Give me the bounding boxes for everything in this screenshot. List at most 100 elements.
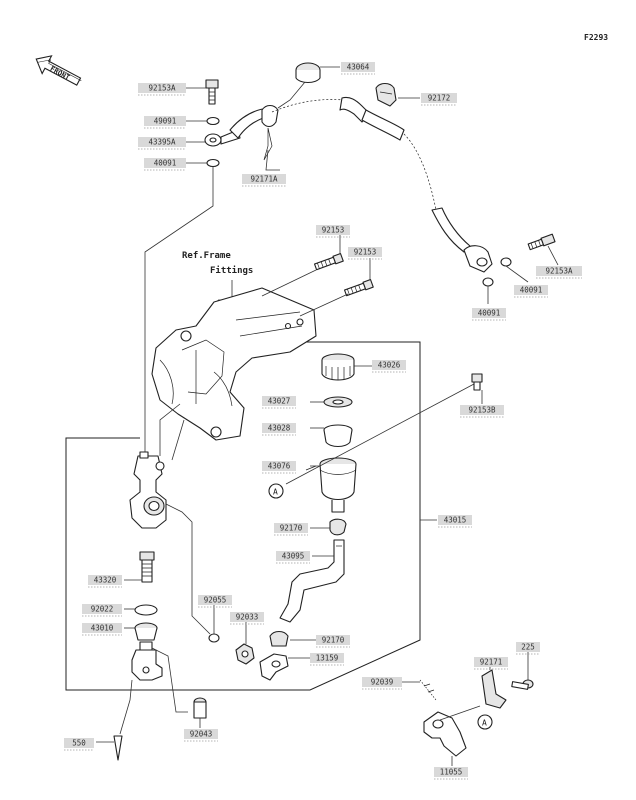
plate-43027 [323, 396, 353, 408]
part-label-box [276, 551, 310, 561]
part-label-225: 225 [516, 642, 540, 655]
part-label-43015: 43015 [438, 515, 472, 528]
part-label-box [434, 767, 468, 777]
boot-43010 [134, 622, 158, 641]
washer-40091-bottom [482, 277, 494, 287]
part-label-box [310, 653, 344, 663]
part-label-92022: 92022 [82, 604, 122, 617]
part-label-box [514, 285, 548, 295]
part-label-box [64, 738, 94, 748]
part-number: 43026 [378, 361, 401, 370]
part-label-92153a-right: 92153A [536, 266, 582, 279]
part-label-box [138, 137, 186, 147]
part-number: 92153 [322, 226, 345, 235]
part-number: 550 [72, 739, 86, 748]
part-label-43064: 43064 [341, 62, 375, 75]
part-label-11055: 11055 [434, 767, 468, 780]
part-number: 92153A [148, 84, 176, 93]
part-number: 92153A [545, 267, 573, 276]
part-label-92039: 92039 [362, 677, 402, 690]
part-label-box [516, 642, 540, 652]
part-number: 43064 [347, 63, 370, 72]
master-cylinder-body [129, 451, 167, 529]
part-number: 43395A [148, 138, 176, 147]
bolt-92153-a [313, 253, 344, 271]
part-label-92033: 92033 [230, 612, 264, 625]
hose-lower-right [431, 207, 471, 253]
part-label-92171a: 92171A [242, 174, 286, 187]
part-label-box [460, 405, 504, 415]
part-label-43027: 43027 [262, 396, 296, 409]
part-number: 92055 [204, 596, 227, 605]
part-label-box [341, 62, 375, 72]
part-label-92043: 92043 [184, 729, 218, 742]
part-label-box [274, 523, 308, 533]
ref-frame-line1: Ref.Frame [182, 251, 231, 261]
part-label-92171: 92171 [474, 657, 508, 670]
clamp-92170-b [269, 630, 289, 647]
washer-40091-right [500, 257, 512, 267]
ref-frame-line2: Fittings [210, 265, 253, 276]
front-arrow-icon: FRONT [35, 55, 82, 86]
arm-92171 [481, 669, 507, 709]
part-label-box [316, 225, 350, 235]
part-label-box [362, 677, 402, 687]
part-label-box [184, 729, 218, 739]
part-label-43095: 43095 [276, 551, 310, 564]
part-label-43320: 43320 [88, 575, 122, 588]
part-number: 92039 [371, 678, 394, 687]
screw-225 [511, 679, 534, 690]
part-label-box [88, 575, 122, 585]
part-label-box [82, 604, 122, 614]
bracket-11055 [423, 711, 467, 757]
part-label-92153-b: 92153 [348, 247, 382, 260]
part-labels: 4306492153A921724909143395A4009192171A92… [64, 62, 582, 780]
part-number: 49091 [154, 117, 177, 126]
part-label-box [421, 93, 457, 103]
part-number: 92043 [190, 730, 213, 739]
reservoir-43076 [305, 457, 357, 513]
push-rod-43320 [139, 551, 155, 583]
part-label-49091: 49091 [144, 116, 186, 129]
part-number: 43027 [268, 397, 291, 406]
part-label-box [316, 635, 350, 645]
part-number: 11055 [440, 768, 463, 777]
part-number: 43010 [91, 624, 114, 633]
part-number: 40091 [154, 159, 177, 168]
part-number: 92153 [354, 248, 377, 257]
part-label-92153a-top: 92153A [138, 83, 186, 96]
part-number: 43095 [282, 552, 305, 561]
part-label-box [372, 360, 406, 370]
part-label-43395a: 43395A [138, 137, 186, 150]
ref-mark-a-right-text: A [482, 719, 487, 728]
part-number: 92172 [428, 94, 451, 103]
part-label-box [242, 174, 286, 184]
bolt-92153-b [343, 279, 374, 297]
frame-bracket [151, 287, 317, 441]
clamp-92170-a [329, 518, 347, 536]
part-label-box [474, 657, 508, 667]
part-label-box [536, 266, 582, 276]
hose-upper-right [339, 96, 405, 141]
ring-92022 [134, 604, 158, 616]
assembly-box-43015 [65, 341, 421, 691]
banjo-fitting-43395a [204, 129, 241, 147]
figure-code: F2293 [584, 33, 608, 42]
pin-92043 [193, 697, 207, 719]
part-label-box [82, 623, 122, 633]
part-label-92055: 92055 [198, 595, 232, 608]
part-number: 92171A [250, 175, 278, 184]
part-label-43076: 43076 [262, 461, 296, 474]
diaphragm-43028 [323, 424, 353, 448]
part-number: 40091 [520, 286, 543, 295]
part-label-box [262, 396, 296, 406]
cotter-pin-550 [113, 735, 123, 761]
ref-mark-a-right [477, 714, 493, 730]
part-number: 92170 [280, 524, 303, 533]
washer-40091-top [206, 158, 220, 168]
part-number: 40091 [478, 309, 501, 318]
part-label-box [144, 116, 186, 126]
bolt-92153b [471, 373, 483, 391]
part-number: 92033 [236, 613, 259, 622]
